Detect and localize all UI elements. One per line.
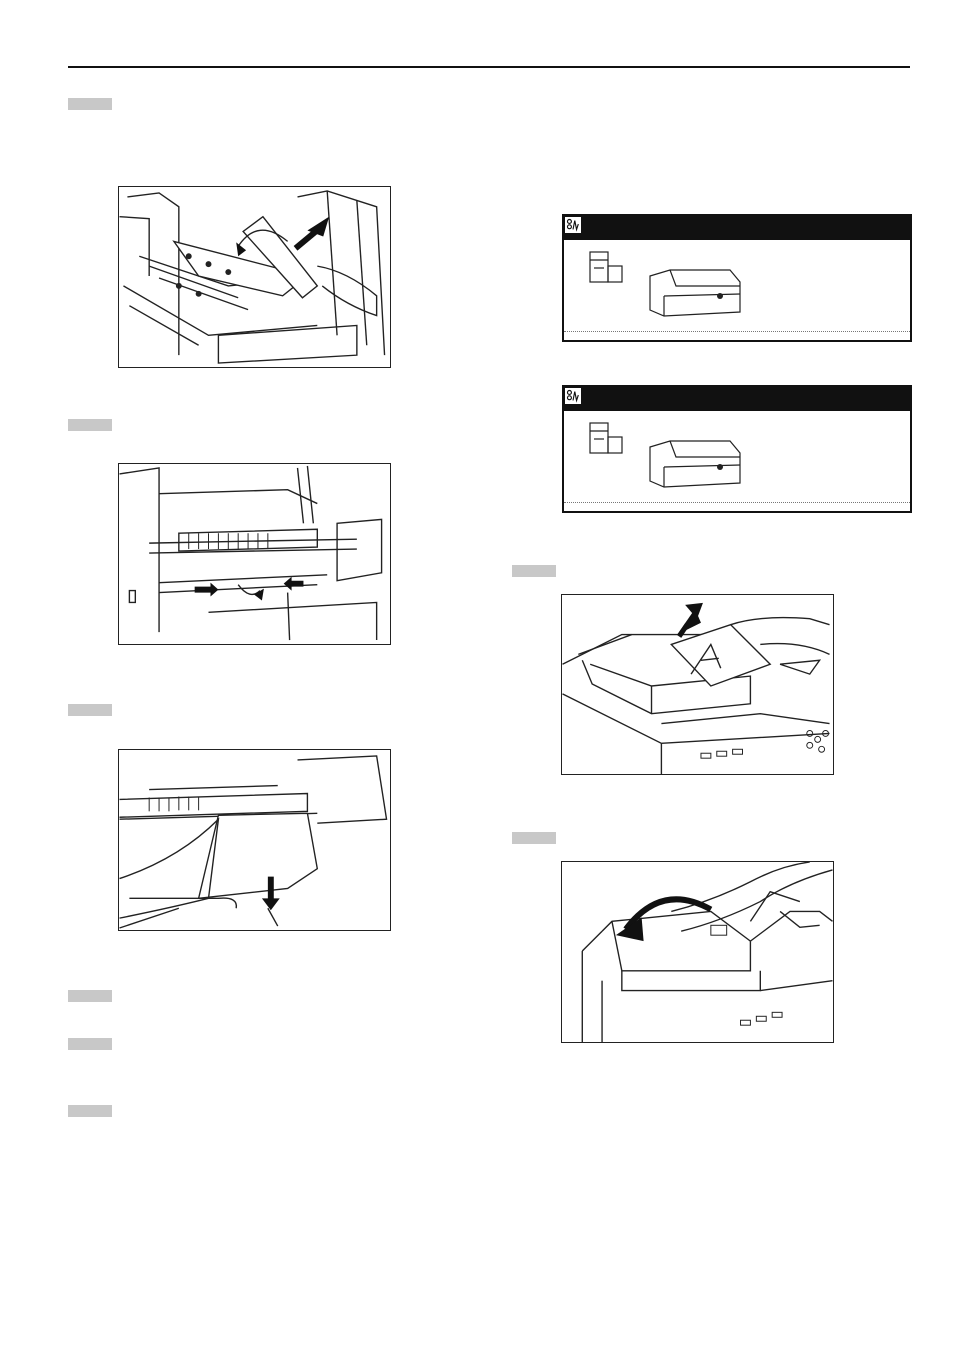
copier-with-document-processor-icon xyxy=(589,422,741,488)
panel-body xyxy=(562,238,912,342)
step-marker xyxy=(512,565,556,577)
step-marker xyxy=(68,1038,112,1050)
step-marker xyxy=(68,704,112,716)
fig-open-guide-levers xyxy=(118,463,391,645)
printer-internal-illustration-icon xyxy=(119,190,386,364)
panel-header xyxy=(562,214,912,238)
step-marker xyxy=(68,98,112,110)
step-marker xyxy=(68,1105,112,1117)
step-marker xyxy=(512,832,556,844)
fig-pull-paper-down xyxy=(118,749,391,931)
fig-close-cover xyxy=(561,861,834,1043)
panel-body xyxy=(562,409,912,513)
fig-remove-jammed-paper xyxy=(118,186,391,368)
jam-alert-icon xyxy=(564,387,582,405)
jam-alert-icon xyxy=(564,216,582,234)
panel-header xyxy=(562,385,912,409)
panel-jam-message-2 xyxy=(562,385,912,513)
document-processor-illustration-icon xyxy=(581,862,833,1042)
copier-with-document-processor-icon xyxy=(589,251,741,317)
fig-remove-original xyxy=(561,594,834,775)
printer-internal-illustration-icon xyxy=(119,755,388,929)
step-marker xyxy=(68,419,112,431)
header-rule xyxy=(68,66,910,68)
step-marker xyxy=(68,990,112,1002)
printer-internal-illustration-icon xyxy=(119,465,383,641)
document-processor-illustration-icon xyxy=(562,602,830,774)
panel-jam-message-1 xyxy=(562,214,912,342)
